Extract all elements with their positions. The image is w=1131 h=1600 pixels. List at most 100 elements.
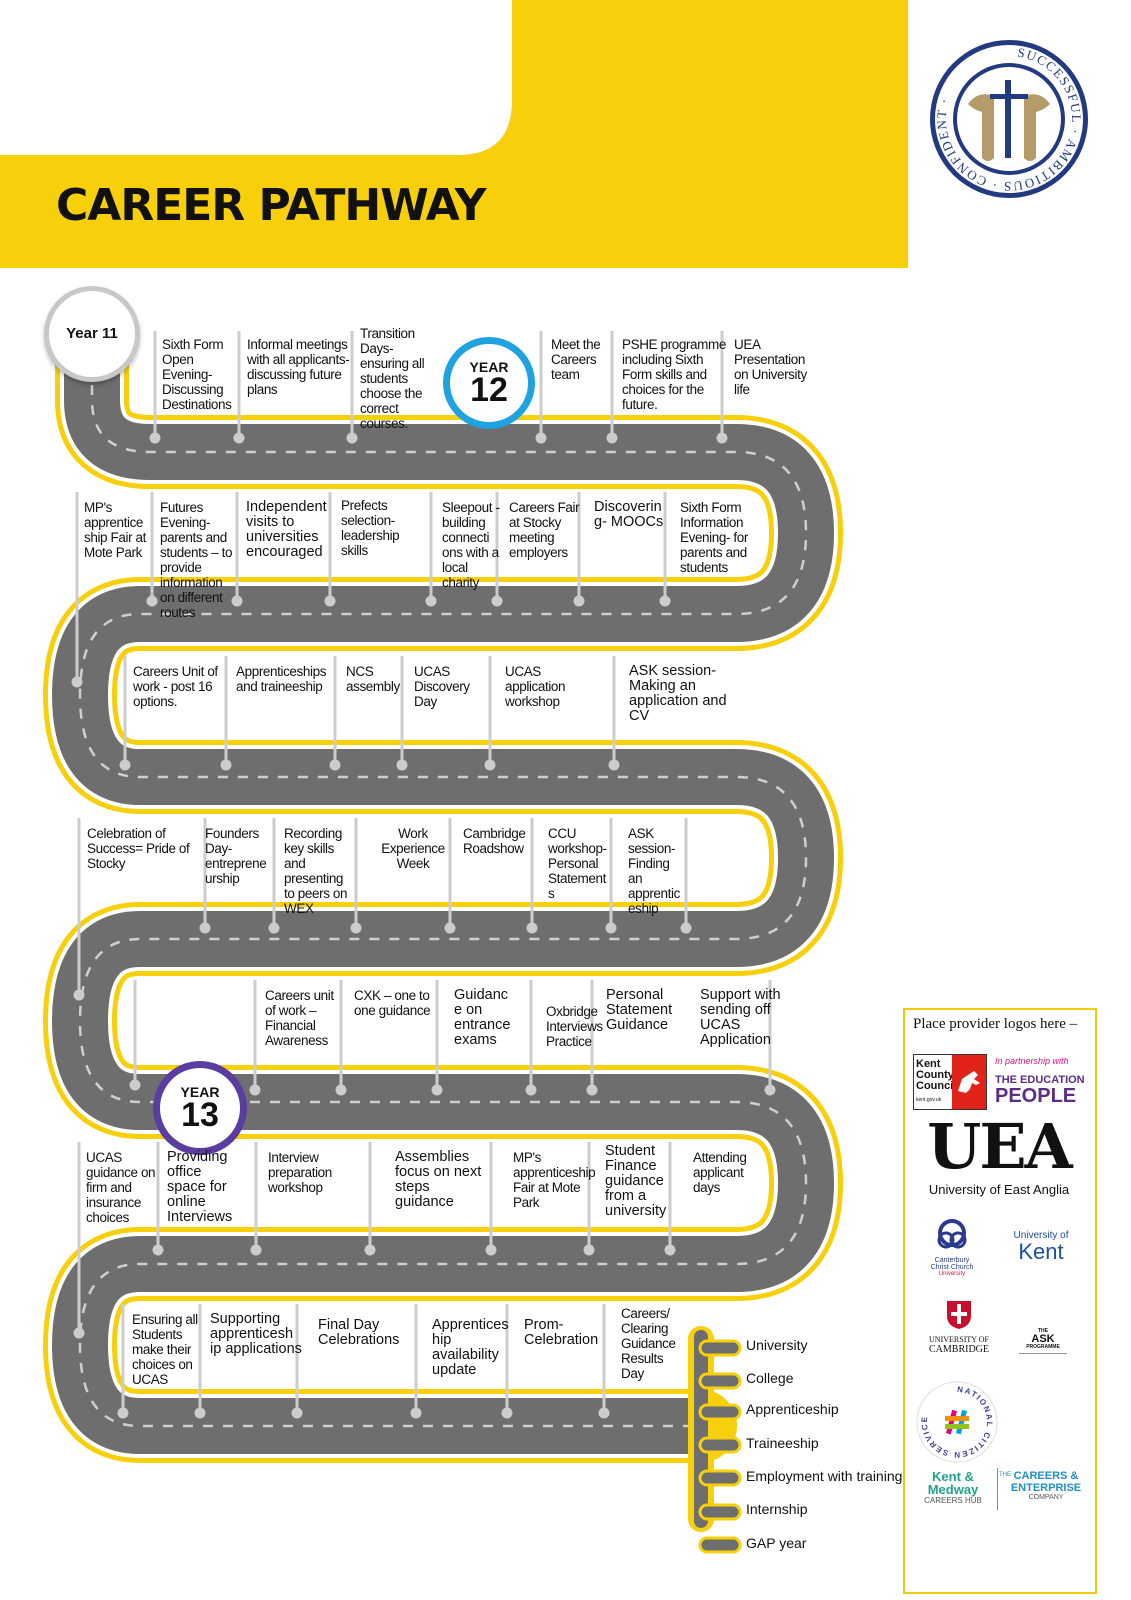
milestone-text: Prefects selection- leadership skills — [341, 498, 400, 558]
destination-label: Apprenticeship — [746, 1401, 839, 1417]
year-12-badge: YEAR 12 — [443, 337, 535, 429]
header-banner — [0, 0, 908, 268]
milestone-text: ASK session- Making an application and C… — [629, 663, 727, 724]
school-crest-logo: SUCCESSFUL · AMBITIOUS · CONFIDENT · — [930, 40, 1088, 198]
milestone-pin-dot — [249, 1084, 261, 1096]
milestone-pin-dot — [146, 595, 158, 607]
milestone-pin-dot — [716, 432, 728, 444]
milestone-text: Meet the Careers team — [551, 337, 601, 382]
careers-enterprise-company-logo: THE CAREERS & ENTERPRISE COMPANY — [999, 1470, 1082, 1501]
milestone-pin-dot — [664, 1244, 676, 1256]
milestone-pin-dot — [117, 1407, 129, 1419]
milestone-text: NCS assembly — [346, 664, 400, 694]
milestone-text: Sixth Form Information Evening- for pare… — [680, 500, 748, 575]
destination-label: Internship — [746, 1501, 808, 1517]
milestone-pin-dot — [526, 922, 538, 934]
milestone-text: Student Finance guidance from a universi… — [605, 1143, 667, 1219]
milestone-text: UCAS Discovery Day — [414, 664, 470, 709]
milestone-pin-dot — [608, 759, 620, 771]
milestone-text: UEA Presentation on University life — [734, 337, 807, 397]
milestone-pin-dot — [291, 1407, 303, 1419]
milestone-text: Informal meetings with all applicants- d… — [247, 337, 350, 397]
milestone-pin-dot — [573, 595, 585, 607]
milestone-text: CXK – one to one guidance — [354, 988, 431, 1018]
milestone-pin-dot — [396, 759, 408, 771]
milestone-pin-dot — [605, 922, 617, 934]
milestone-text: Celebration of Success= Pride of Stocky — [87, 826, 190, 871]
uea-logo: UEA University of East Anglia — [927, 1110, 1072, 1198]
milestone-pin-dot — [324, 595, 336, 607]
milestone-text: CCU workshop- Personal Statement s — [548, 826, 607, 901]
milestone-text: Founders Day- entreprene urship — [205, 826, 267, 886]
milestone-pin-dot — [583, 1244, 595, 1256]
milestone-text: Apprenticeships and traineeship — [236, 664, 327, 694]
milestone-pin-dot — [535, 432, 547, 444]
milestone-text: Discoverin g- MOOCs — [594, 499, 664, 530]
milestone-text: Careers Fair at Stocky meeting employers — [509, 500, 580, 560]
milestone-pin-dot — [680, 922, 692, 934]
year-13-badge: YEAR 13 — [153, 1061, 247, 1155]
milestone-text: Prom- Celebration — [524, 1317, 599, 1348]
milestone-pin-dot — [764, 1084, 776, 1096]
milestone-text: Sixth Form Open Evening- Discussing Dest… — [162, 337, 232, 412]
destination-label: GAP year — [746, 1535, 807, 1551]
milestone-pin-dot — [73, 989, 85, 1001]
ask-programme-logo: THE ASK PROGRAMME — [1013, 1328, 1073, 1357]
milestone-text: Work Experience Week — [381, 826, 445, 871]
milestone-pin-dot — [152, 1244, 164, 1256]
milestone-pin-dot — [659, 595, 671, 607]
logos-title: Place provider logos here – — [913, 1016, 1078, 1032]
milestone-pin-dot — [425, 595, 437, 607]
milestone-pin-dot — [329, 759, 341, 771]
milestone-text: Supporting apprenticesh ip applications — [210, 1311, 302, 1357]
milestone-pin-dot — [586, 1084, 598, 1096]
milestone-text: PSHE programme including Sixth Form skil… — [622, 337, 726, 412]
destination-branches — [688, 1326, 742, 1554]
milestone-text: Interview preparation workshop — [268, 1150, 332, 1195]
destination-label: College — [746, 1370, 794, 1386]
milestone-pin-dot — [410, 1407, 422, 1419]
milestone-pin-dot — [501, 1407, 513, 1419]
milestone-text: MP's apprenticeship Fair at Mote Park — [513, 1150, 596, 1210]
kent-cc-url: kent.gov.uk — [916, 1097, 942, 1103]
milestone-text: ASK session- Finding an apprentic eship — [628, 826, 680, 916]
milestone-pin-dot — [233, 432, 245, 444]
milestone-text: Careers/ Clearing Guidance Results Day — [621, 1306, 676, 1381]
milestone-text: Sleepout - building connecti ons with a … — [442, 500, 500, 590]
milestone-pin-dot — [149, 432, 161, 444]
milestone-pin-dot — [491, 595, 503, 607]
milestone-text: Careers unit of work – Financial Awarene… — [265, 988, 334, 1048]
milestone-text: Oxbridge Interviews Practice — [546, 1004, 603, 1049]
cccu-logo: Canterbury Christ Church University — [917, 1218, 987, 1277]
milestone-text: Careers Unit of work - post 16 options. — [133, 664, 218, 709]
year-11-badge: Year 11 — [44, 286, 140, 382]
cambridge-logo: UNIVERSITY OF CAMBRIDGE — [919, 1300, 999, 1355]
milestone-pin-dot — [346, 432, 358, 444]
milestone-pin-dot — [484, 759, 496, 771]
milestone-text: Providing office space for online Interv… — [167, 1149, 233, 1225]
milestone-pin-dot — [350, 922, 362, 934]
milestone-text: Cambridge Roadshow — [463, 826, 526, 856]
milestone-pin-dot — [250, 1244, 262, 1256]
destination-label: Employment with training — [746, 1468, 903, 1484]
kent-cc-text: Kent County Council — [916, 1058, 957, 1092]
milestone-text: UCAS application workshop — [505, 664, 566, 709]
milestone-pin-dot — [194, 1407, 206, 1419]
destination-label: Traineeship — [746, 1435, 819, 1451]
milestone-text: Recording key skills and presenting to p… — [284, 826, 348, 916]
ncs-logo: NATIONAL CITIZEN SERVICE — [916, 1381, 998, 1463]
milestone-pin-dot — [220, 759, 232, 771]
milestone-text: Support with sending off UCAS Applicatio… — [700, 987, 781, 1048]
milestone-pin-dot — [364, 1244, 376, 1256]
milestone-text: Personal Statement Guidance — [606, 987, 673, 1033]
milestone-pin-dot — [525, 1084, 537, 1096]
kent-university-logo: University of Kent — [1013, 1230, 1069, 1264]
milestone-pin-dot — [485, 1244, 497, 1256]
page-title: CAREER PATHWAY — [56, 180, 486, 231]
milestone-pin-dot — [199, 922, 211, 934]
milestone-pin-dot — [268, 922, 280, 934]
milestone-text: Futures Evening- parents and students – … — [160, 500, 233, 620]
milestone-text: MP's apprentice ship Fair at Mote Park — [84, 500, 146, 560]
milestone-text: Assemblies focus on next steps guidance — [395, 1149, 482, 1210]
